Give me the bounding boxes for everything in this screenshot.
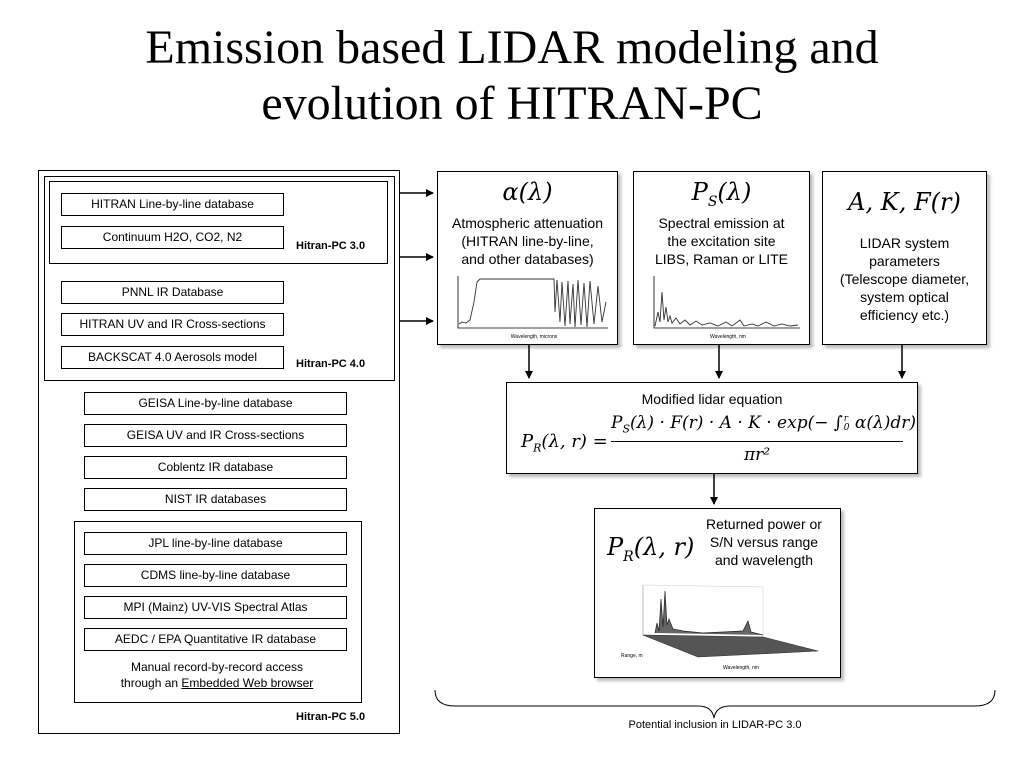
- attenuation-card: α(λ) Atmospheric attenuation (HITRAN lin…: [437, 171, 618, 345]
- result-axis-range: Range, m: [621, 653, 643, 659]
- equation-fraction-bar: [611, 441, 903, 442]
- db-hitran-line-by-line: HITRAN Line-by-line database: [61, 193, 284, 216]
- db-continuum: Continuum H2O, CO2, N2: [61, 226, 284, 249]
- db-backscat: BACKSCAT 4.0 Aerosols model: [61, 346, 284, 369]
- attenuation-xlabel: Wavelength, microns: [511, 334, 558, 340]
- emission-description: Spectral emission at the excitation site…: [654, 215, 789, 267]
- returned-power-description: Returned power or S/N versus range and w…: [706, 516, 822, 568]
- equation-lhs: PR(λ, r) =: [521, 431, 608, 455]
- db-geisa-uv-ir: GEISA UV and IR Cross-sections: [84, 424, 347, 447]
- system-description: LIDAR system parameters (Telescope diame…: [839, 235, 970, 323]
- slide-title-line2: evolution of HITRAN-PC: [261, 77, 763, 130]
- returned-power-card: PR(λ, r) Returned power or S/N versus ra…: [594, 508, 841, 678]
- db-geisa-line-by-line: GEISA Line-by-line database: [84, 392, 347, 415]
- result-axis-wavelength: Wavelength, nm: [723, 665, 759, 671]
- emission-card: PS(λ) Spectral emission at the excitatio…: [633, 171, 810, 345]
- db-coblentz-ir: Coblentz IR database: [84, 456, 347, 479]
- returned-power-symbol: PR(λ, r): [607, 533, 695, 565]
- emission-symbol: PS(λ): [691, 178, 752, 210]
- manual-access-prefix: through an: [120, 676, 182, 690]
- hitran-pc-3-label: Hitran-PC 3.0: [296, 240, 366, 252]
- attenuation-description: Atmospheric attenuation (HITRAN line-by-…: [452, 215, 603, 267]
- equation-denominator: πr²: [743, 445, 771, 465]
- slide-title: Emission based LIDAR modeling and evolut…: [0, 20, 1024, 132]
- hitran-pc-5-label: Hitran-PC 5.0: [296, 711, 366, 723]
- db-cdms: CDMS line-by-line database: [84, 564, 347, 587]
- attenuation-symbol: α(λ): [502, 178, 553, 206]
- embedded-web-browser-link[interactable]: Embedded Web browser: [181, 676, 314, 690]
- hitran-pc-4-label: Hitran-PC 4.0: [296, 358, 366, 370]
- db-nist-ir: NIST IR databases: [84, 488, 347, 511]
- lidar-equation-label: Modified lidar equation: [641, 391, 783, 407]
- system-symbol: A, K, F(r): [848, 188, 961, 216]
- manual-access-line2: through an Embedded Web browser: [78, 675, 356, 691]
- system-parameters-card: A, K, F(r) LIDAR system parameters (Tele…: [822, 171, 987, 345]
- potential-inclusion-brace: [434, 689, 996, 719]
- lidar-equation-card: Modified lidar equation PR(λ, r) = PS(λ)…: [506, 382, 918, 474]
- db-pnnl-ir: PNNL IR Database: [61, 281, 284, 304]
- db-aedc-epa: AEDC / EPA Quantitative IR database: [84, 628, 347, 651]
- slide-title-line1: Emission based LIDAR modeling and: [145, 21, 879, 74]
- db-jpl: JPL line-by-line database: [84, 532, 347, 555]
- returned-power-3d-plot: Range, m Wavelength, nm: [621, 584, 819, 671]
- potential-inclusion-label: Potential inclusion in LIDAR-PC 3.0: [628, 719, 802, 731]
- manual-access-note: Manual record-by-record access through a…: [78, 659, 356, 691]
- db-mpi-mainz: MPI (Mainz) UV-VIS Spectral Atlas: [84, 596, 347, 619]
- db-hitran-uv-ir: HITRAN UV and IR Cross-sections: [61, 313, 284, 336]
- emission-xlabel: Wavelength, nm: [710, 334, 746, 340]
- manual-access-line1: Manual record-by-record access: [130, 660, 304, 674]
- attenuation-spectrum-plot: Wavelength, microns: [457, 276, 608, 340]
- emission-spectrum-plot: Wavelength, nm: [653, 276, 800, 340]
